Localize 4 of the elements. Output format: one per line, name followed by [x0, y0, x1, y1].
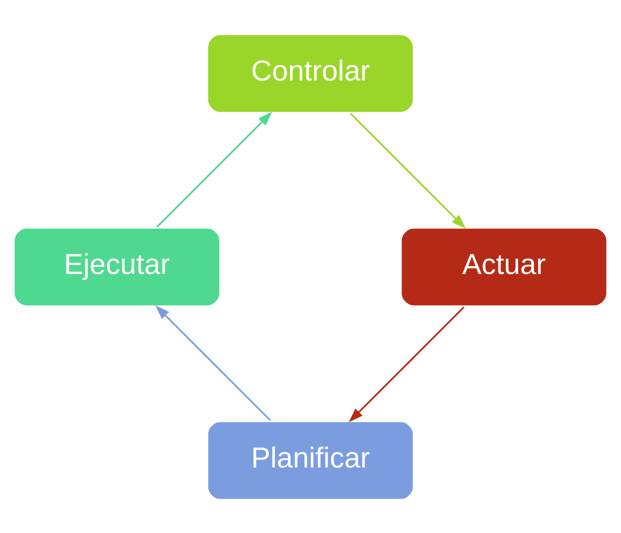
arrow [348, 306, 465, 422]
arrow [350, 112, 466, 228]
arrow [155, 304, 271, 421]
arrow [156, 111, 272, 227]
